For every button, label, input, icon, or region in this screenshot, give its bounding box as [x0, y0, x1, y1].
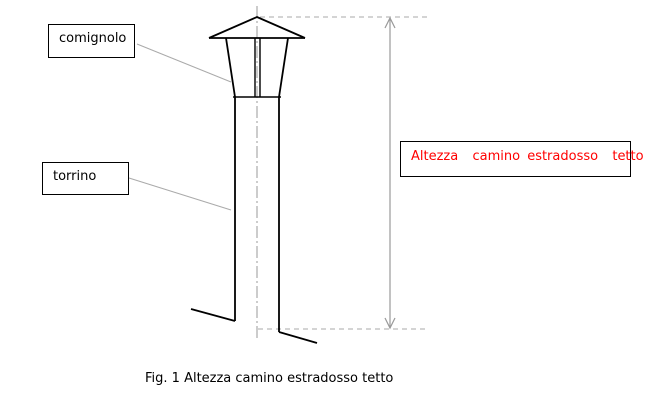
chimney-stack: [234, 97, 280, 332]
height-label-box: Altezza camino estradosso tetto: [400, 141, 644, 177]
torrino-label: torrino: [53, 169, 97, 184]
comignolo-label: comignolo: [59, 31, 127, 46]
height-dimension-arrow: [384, 16, 396, 330]
figure-caption: Fig. 1 Altezza camino estradosso tetto: [145, 371, 394, 386]
chimney-cap: [208, 16, 306, 98]
torrino-leader-line: [128, 177, 232, 211]
roof-line: [190, 308, 318, 344]
height-label: Altezza camino estradosso tetto: [411, 149, 644, 164]
torrino-label-box: torrino: [42, 162, 129, 195]
comignolo-label-box: comignolo: [48, 24, 135, 58]
comignolo-leader-line: [136, 43, 232, 83]
